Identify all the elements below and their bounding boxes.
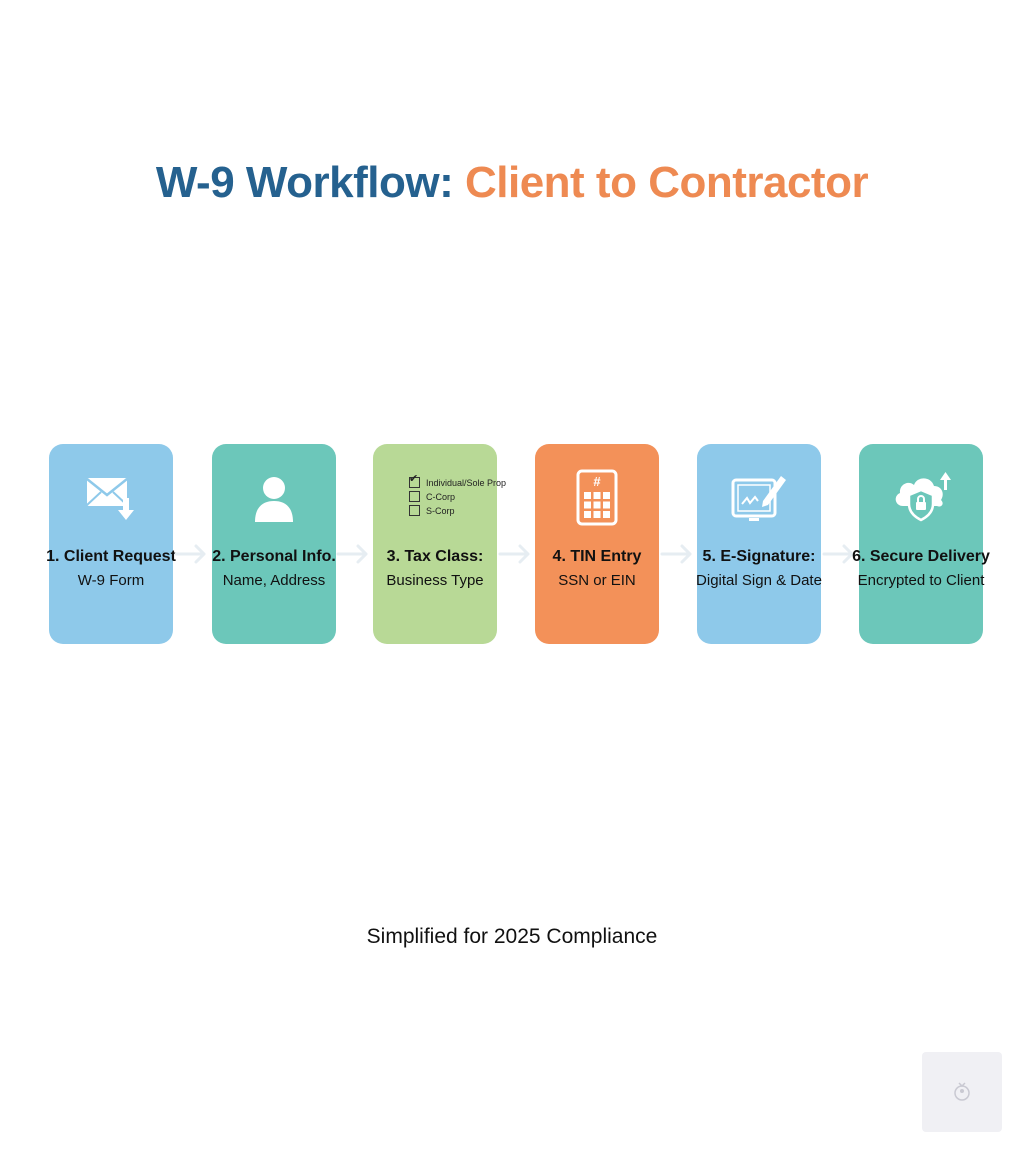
arrow-right-icon xyxy=(174,542,208,566)
person-icon xyxy=(244,470,304,526)
step-title: 5. E-Signature: xyxy=(702,548,816,565)
envelope-download-icon xyxy=(81,470,141,526)
step-title: 6. Secure Delivery xyxy=(852,548,990,565)
unchecked-box-icon xyxy=(409,491,420,502)
step-title: 4. TIN Entry xyxy=(552,548,642,565)
checklist-option: C-Corp xyxy=(409,490,509,503)
step-subtitle: W-9 Form xyxy=(77,572,145,589)
tablet-signature-icon xyxy=(729,470,789,526)
step-subtitle: Business Type xyxy=(386,572,484,589)
hash-symbol: # xyxy=(593,474,601,489)
checklist-option-label: Individual/Sole Prop xyxy=(426,477,507,488)
step-title: 2. Personal Info. xyxy=(212,548,336,565)
step-subtitle: Encrypted to Client xyxy=(857,572,985,589)
checked-box-icon xyxy=(409,472,420,488)
step-subtitle: Digital Sign & Date xyxy=(696,572,822,589)
step-subtitle: SSN or EIN xyxy=(558,572,636,589)
workflow-steps: 1. Client Request W-9 Form 2. Personal I… xyxy=(0,444,1024,644)
step-title: 3. Tax Class: xyxy=(386,548,484,565)
step-title: 1. Client Request xyxy=(46,548,176,565)
cloud-lock-icon xyxy=(891,470,951,526)
checklist-option: Individual/Sole Prop xyxy=(409,472,509,489)
watermark-icon xyxy=(954,1082,970,1101)
unchecked-box-icon xyxy=(409,505,420,516)
arrow-right-icon xyxy=(336,542,370,566)
watermark-badge xyxy=(922,1052,1002,1132)
step-subtitle: Name, Address xyxy=(222,572,326,589)
page-title: W-9 Workflow: Client to Contractor xyxy=(0,158,1024,208)
arrow-right-icon xyxy=(498,542,532,566)
keypad-icon: # xyxy=(567,469,627,526)
arrow-right-icon xyxy=(822,542,856,566)
step-card-tax-class: Individual/Sole Prop C-Corp S-Corp 3. Ta… xyxy=(373,444,506,644)
title-primary: W-9 Workflow: xyxy=(155,158,454,207)
step-card-e-signature: 5. E-Signature: Digital Sign & Date xyxy=(696,444,822,644)
tax-class-checklist: Individual/Sole Prop C-Corp S-Corp xyxy=(409,472,509,518)
step-card-tin-entry: # 4. TIN Entry SSN or EIN xyxy=(535,444,659,644)
step-card-secure-delivery: 6. Secure Delivery Encrypted to Client xyxy=(852,444,990,644)
checklist-option-label: C-Corp xyxy=(426,491,456,502)
checklist-option-label: S-Corp xyxy=(426,505,455,516)
step-card-client-request: 1. Client Request W-9 Form xyxy=(46,444,176,644)
arrow-right-icon xyxy=(660,542,694,566)
checklist-option: S-Corp xyxy=(409,504,509,517)
footer-caption: Simplified for 2025 Compliance xyxy=(366,925,658,948)
title-accent: Client to Contractor xyxy=(464,158,869,207)
step-card-personal-info: 2. Personal Info. Name, Address xyxy=(212,444,336,644)
